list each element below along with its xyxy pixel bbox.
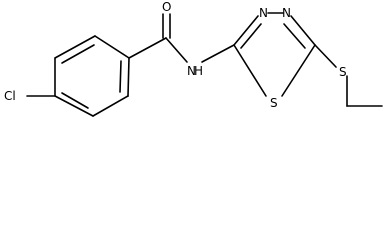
ring-nitrogen-3-label: N — [259, 6, 268, 20]
benzene-ring — [54, 35, 130, 117]
amide-nitrogen-label: N — [187, 64, 196, 78]
ring-nitrogen-4-label: N — [282, 6, 291, 20]
ethylthio-chain — [314, 44, 383, 107]
aryl-carbonyl-bond — [128, 37, 167, 59]
ring-sulfur-label: S — [270, 96, 278, 110]
n-thiadiazole-bond — [201, 44, 235, 63]
thiadiazole-ring — [233, 12, 316, 97]
amide-hydrogen-label: H — [194, 64, 203, 78]
carbonyl-double-bond — [162, 13, 171, 39]
oxygen-label: O — [162, 0, 171, 14]
chlorine-label: Cl — [4, 89, 16, 103]
molecule-diagram: Cl O N H N N S S — [4, 0, 383, 117]
amide-c-n-bond — [165, 37, 188, 63]
thioether-sulfur-label: S — [339, 65, 347, 79]
